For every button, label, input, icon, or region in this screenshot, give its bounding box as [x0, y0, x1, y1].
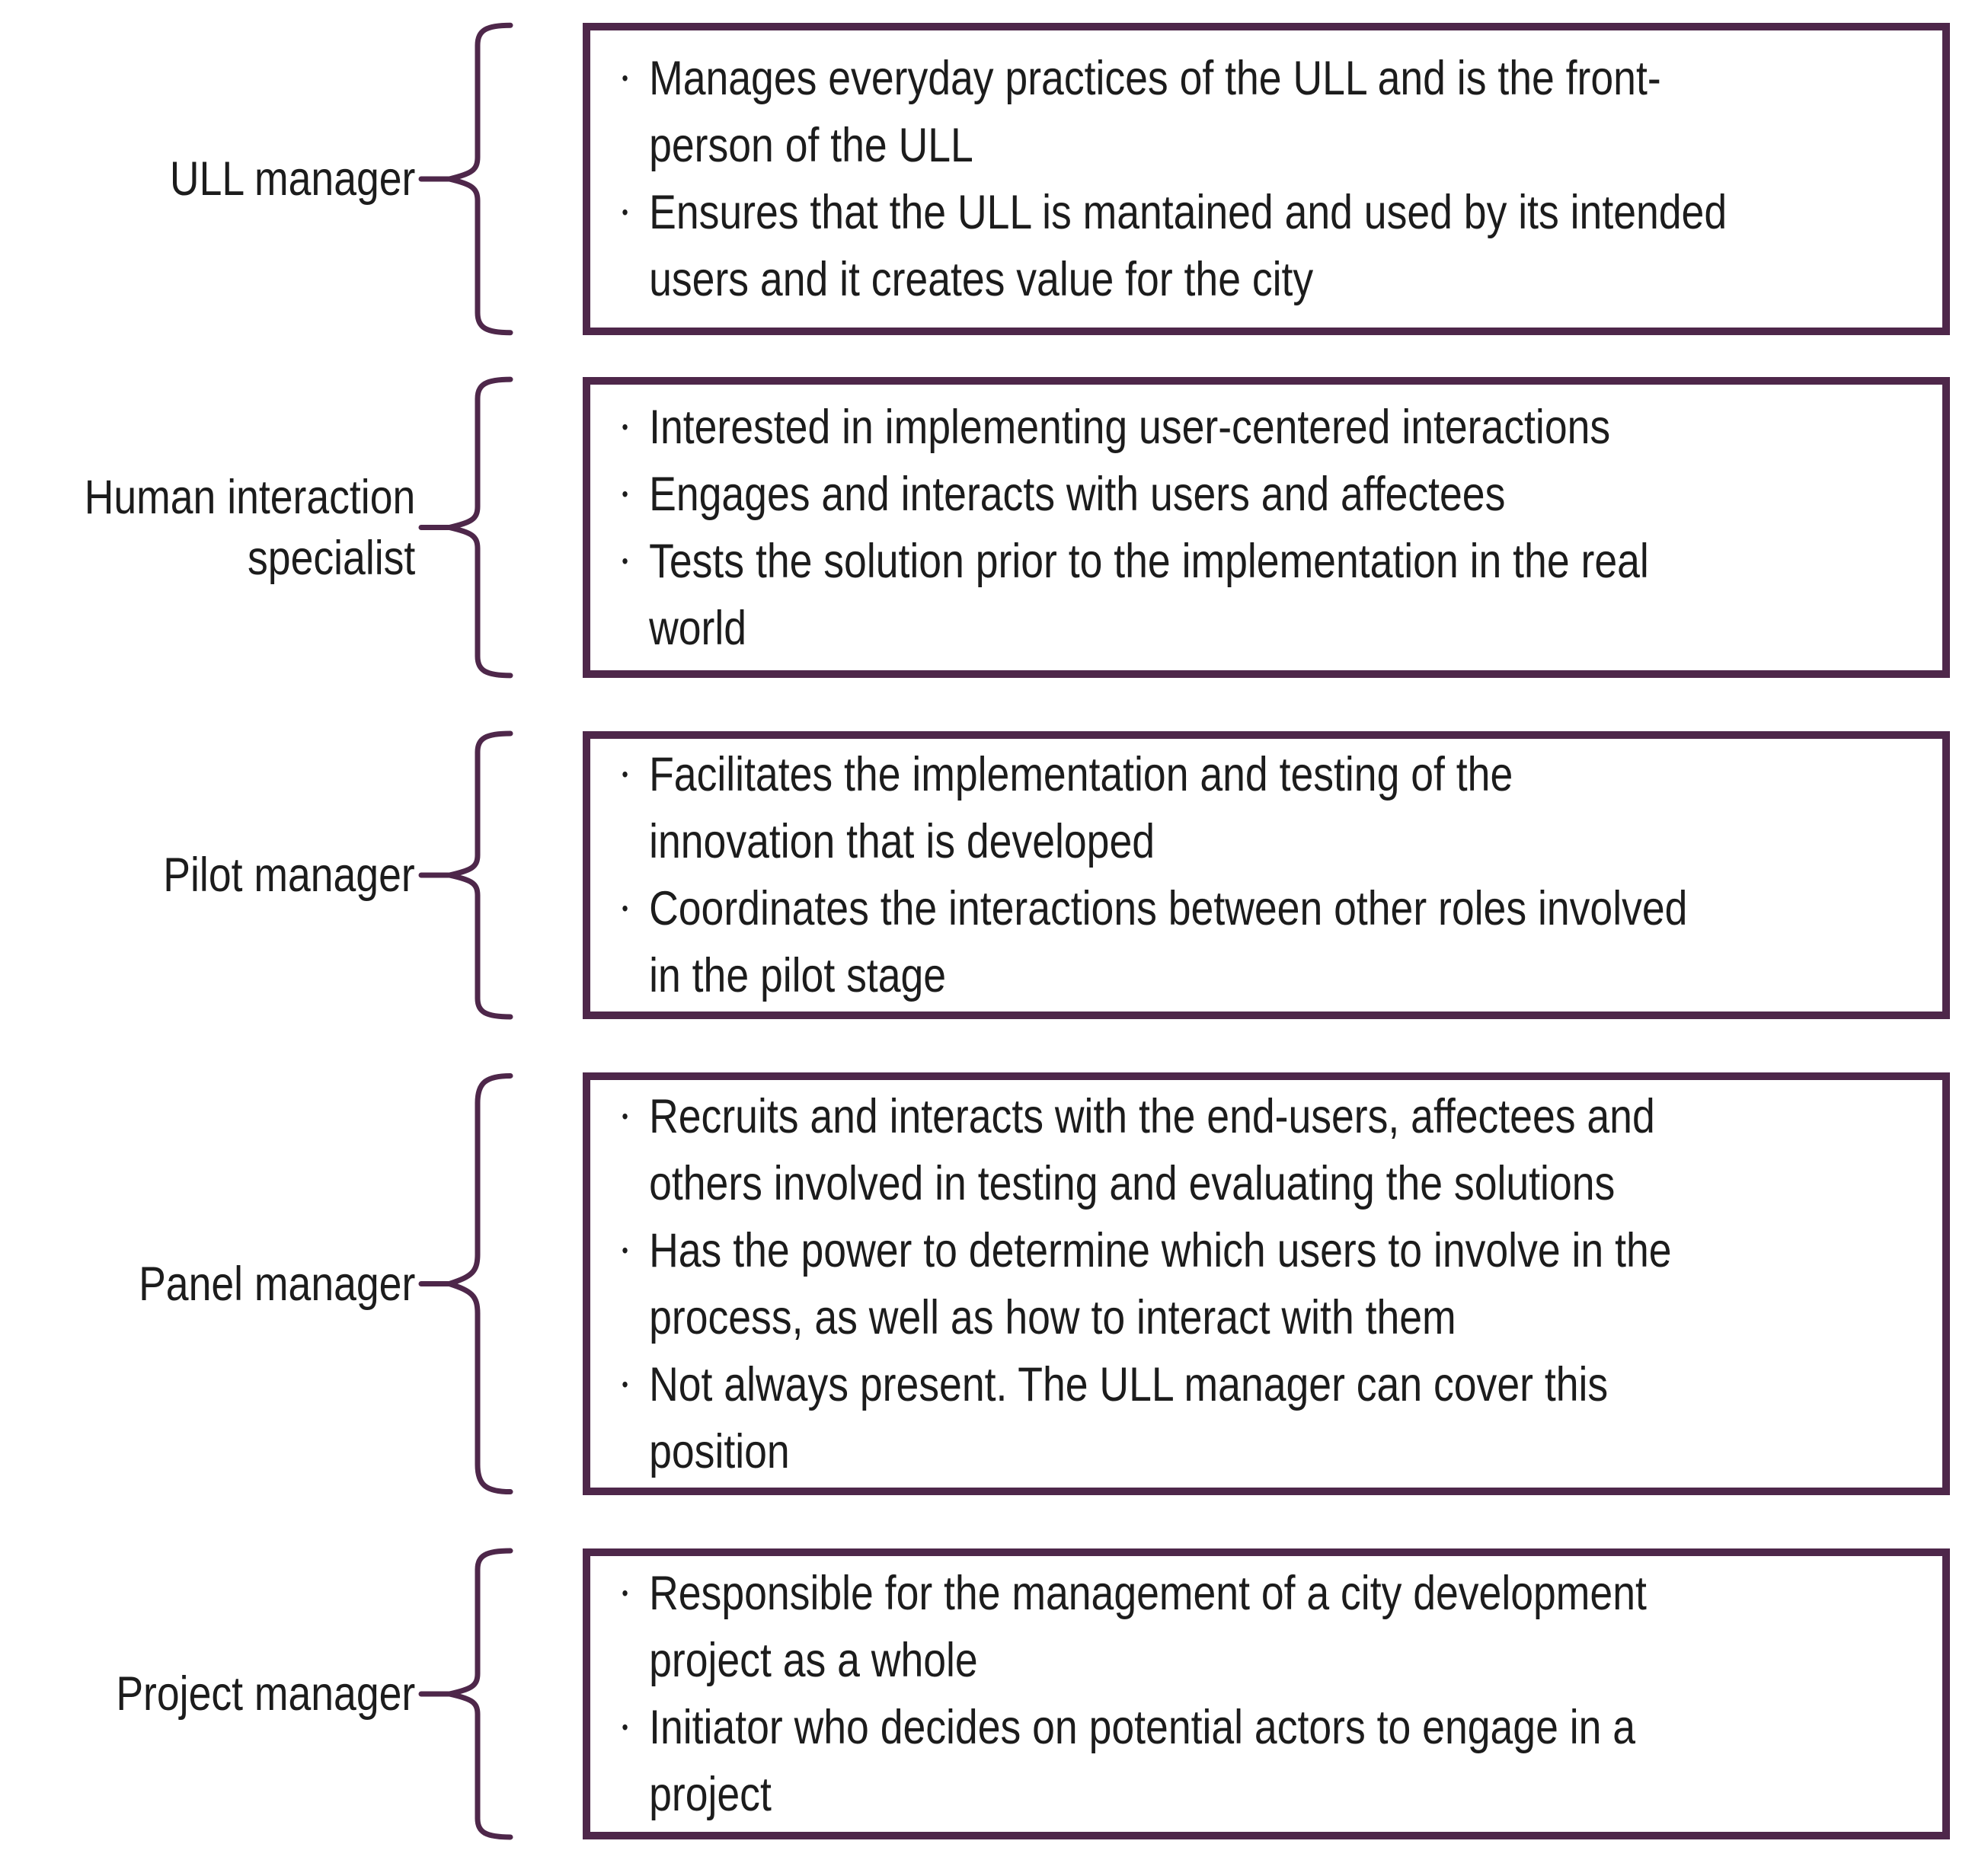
role-box: • Interested in implementing user-center…	[583, 377, 1950, 678]
diagram-row: Human interaction specialist • Intereste…	[0, 377, 1950, 678]
role-label-line: Pilot manager	[163, 849, 415, 902]
bullet-item: • Not always present. The ULL manager ca…	[619, 1351, 1728, 1485]
role-label: Human interaction specialist	[0, 377, 415, 678]
role-label: Project manager	[0, 1548, 415, 1839]
curly-brace-icon	[415, 1548, 519, 1839]
bullet-line: project as a whole	[649, 1634, 978, 1687]
bullet-icon: •	[622, 1372, 628, 1396]
bullet-item: • Coordinates the interactions between o…	[619, 875, 1728, 1009]
bullet-line: process, as well as how to interact with…	[649, 1290, 1456, 1344]
bullet-line: Manages everyday practices of the ULL an…	[649, 52, 1661, 105]
bullet-item: • Recruits and interacts with the end-us…	[619, 1083, 1728, 1217]
role-label: ULL manager	[0, 23, 415, 335]
role-label-line: Project manager	[116, 1667, 415, 1721]
diagram-row: Panel manager • Recruits and interacts w…	[0, 1072, 1950, 1495]
role-label-line: ULL manager	[169, 152, 415, 206]
bullet-icon: •	[622, 896, 628, 920]
bullet-item: • Interested in implementing user-center…	[619, 394, 1728, 461]
bullet-line: Ensures that the ULL is mantained and us…	[649, 186, 1727, 239]
bullet-item: • Initiator who decides on potential act…	[619, 1694, 1728, 1828]
bullet-icon: •	[622, 1581, 628, 1605]
curly-brace-icon	[415, 731, 519, 1019]
bullet-item: • Tests the solution prior to the implem…	[619, 528, 1728, 662]
bullet-line: Responsible for the management of a city…	[649, 1567, 1647, 1620]
bullet-line: world	[649, 601, 747, 655]
role-label: Panel manager	[0, 1072, 415, 1495]
bullet-line: Facilitates the implementation and testi…	[649, 748, 1513, 801]
bullet-item: • Has the power to determine which users…	[619, 1217, 1728, 1351]
role-label-line: Panel manager	[138, 1257, 415, 1311]
diagram-row: Pilot manager • Facilitates the implemen…	[0, 731, 1950, 1019]
bullet-line: position	[649, 1424, 790, 1478]
bullet-line: project	[649, 1768, 772, 1821]
bullet-line: users and it creates value for the city	[649, 253, 1314, 306]
bullet-icon: •	[622, 762, 628, 786]
bullet-line: others involved in testing and evaluatin…	[649, 1156, 1616, 1210]
diagram-row: ULL manager • Manages everyday practices…	[0, 23, 1950, 335]
diagram-row: Project manager • Responsible for the ma…	[0, 1548, 1950, 1839]
bullet-item: • Ensures that the ULL is mantained and …	[619, 179, 1728, 313]
bullet-line: innovation that is developed	[649, 815, 1155, 868]
bullet-icon: •	[622, 548, 628, 573]
role-label: Pilot manager	[0, 731, 415, 1019]
bullet-icon: •	[622, 1238, 628, 1262]
bullet-line: Recruits and interacts with the end-user…	[649, 1089, 1655, 1143]
bullet-line: Initiator who decides on potential actor…	[649, 1701, 1636, 1754]
role-label-line: specialist	[247, 531, 415, 585]
bullet-icon: •	[622, 200, 628, 224]
bullet-icon: •	[622, 414, 628, 439]
bullet-icon: •	[622, 1104, 628, 1128]
role-label-line: Human interaction	[84, 470, 415, 524]
role-box: • Manages everyday practices of the ULL …	[583, 23, 1950, 335]
bullet-icon: •	[622, 1715, 628, 1739]
role-box: • Recruits and interacts with the end-us…	[583, 1072, 1950, 1495]
bullet-item: • Manages everyday practices of the ULL …	[619, 45, 1728, 179]
bullet-line: Has the power to determine which users t…	[649, 1223, 1672, 1277]
role-box: • Responsible for the management of a ci…	[583, 1548, 1950, 1839]
bullet-line: Not always present. The ULL manager can …	[649, 1357, 1609, 1411]
curly-brace-icon	[415, 23, 519, 335]
curly-brace-icon	[415, 377, 519, 678]
role-box: • Facilitates the implementation and tes…	[583, 731, 1950, 1019]
bullet-item: • Engages and interacts with users and a…	[619, 461, 1728, 528]
bullet-line: Coordinates the interactions between oth…	[649, 882, 1688, 935]
bullet-line: Engages and interacts with users and aff…	[649, 467, 1506, 521]
bullet-line: Interested in implementing user-centered…	[649, 400, 1611, 454]
bullet-line: person of the ULL	[649, 119, 973, 172]
bullet-line: Tests the solution prior to the implemen…	[649, 534, 1649, 588]
bullet-item: • Responsible for the management of a ci…	[619, 1560, 1728, 1694]
bullet-icon: •	[622, 66, 628, 90]
bullet-icon: •	[622, 481, 628, 506]
curly-brace-icon	[415, 1072, 519, 1495]
bullet-item: • Facilitates the implementation and tes…	[619, 741, 1728, 875]
bullet-line: in the pilot stage	[649, 949, 947, 1002]
